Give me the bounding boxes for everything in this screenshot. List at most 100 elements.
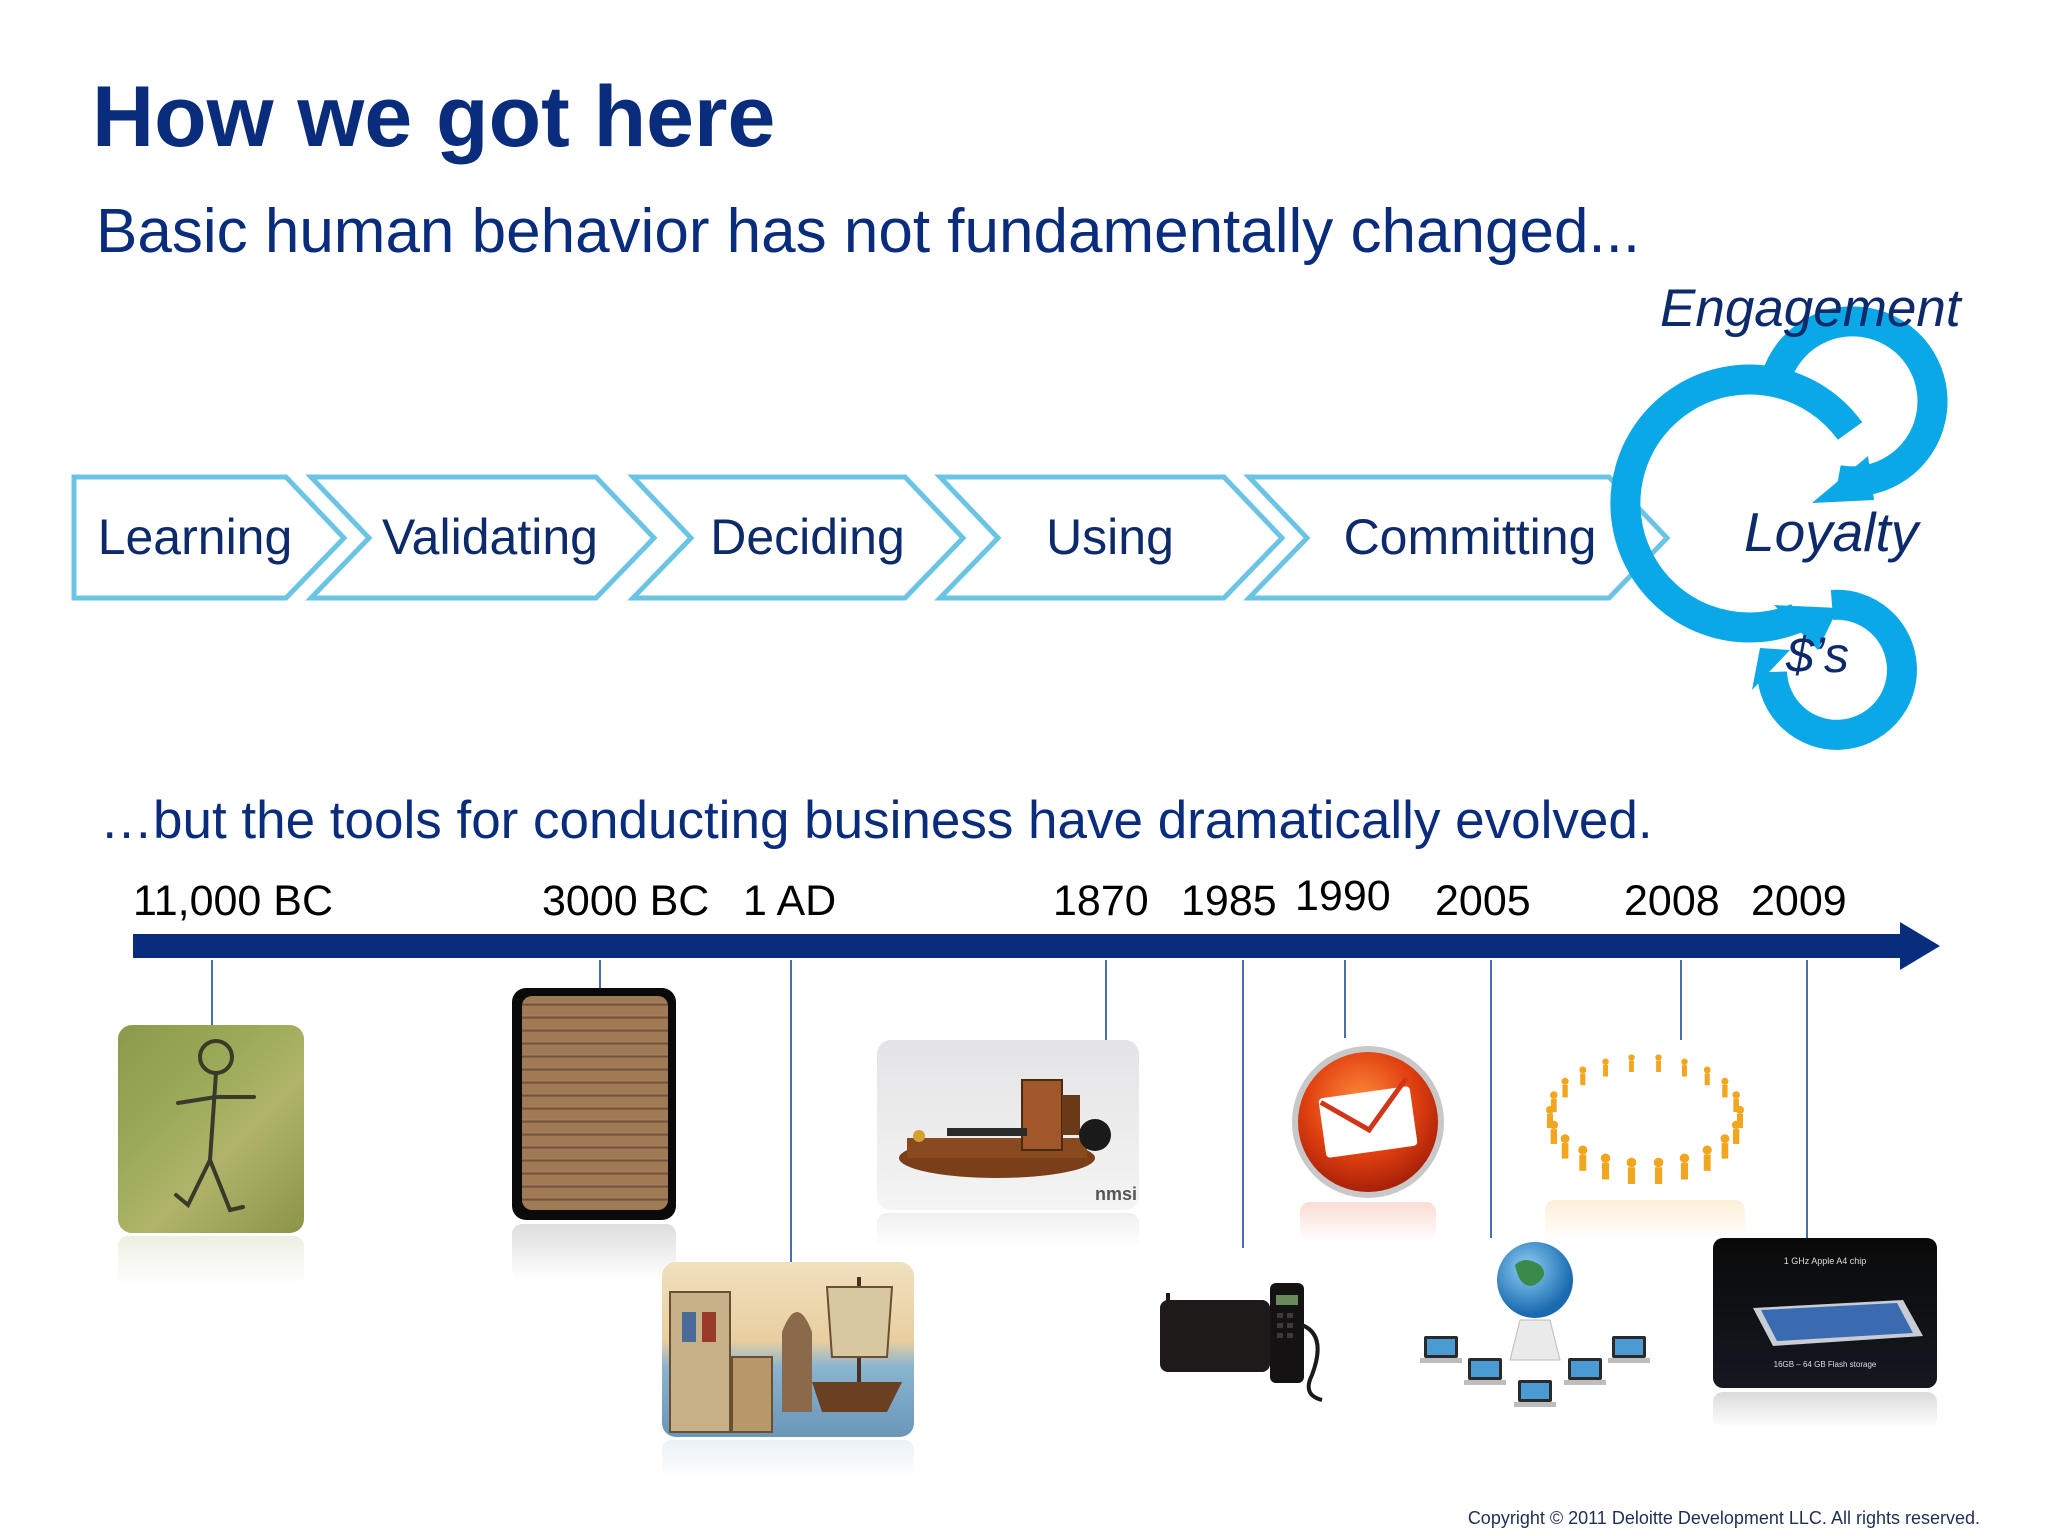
cave-drawing-image [118,1025,304,1233]
email-envelope-icon [1292,1046,1444,1198]
person-head [1679,1153,1690,1163]
engagement-label: Engagement [1660,279,1961,338]
person-body [1551,1098,1557,1113]
person-body [1603,1065,1608,1077]
year-2005: 2005 [1435,877,1531,925]
network-globe-icon [1420,1242,1650,1407]
person-body [1682,1065,1687,1077]
person-body [1580,1073,1586,1086]
person-head [1550,1091,1558,1099]
network-globe-image [1410,1240,1660,1450]
person-body [1656,1060,1661,1072]
year-1985: 1985 [1181,877,1277,925]
year-2008: 2008 [1624,877,1720,925]
ancient-ship-reflection [662,1440,914,1480]
email-reflection [1300,1202,1436,1242]
cycle-arrow-top [1761,306,1948,497]
ipad-caption-bottom: 16GB – 64 GB Flash storage [1773,1360,1877,1369]
ancient-ship-image [662,1262,914,1437]
person-head [1578,1145,1588,1155]
ipad-caption-top: 1 GHz Apple A4 chip [1783,1256,1867,1266]
chevron-using [934,474,1286,601]
year-2009: 2009 [1751,877,1847,925]
stage-label-using: Using [1046,509,1174,565]
person-body [1547,1114,1553,1128]
email-image [1288,1042,1448,1202]
person-head [1561,1077,1569,1085]
person-body [1737,1114,1743,1128]
person-body [1550,1129,1558,1144]
year-1ad: 1 AD [743,877,837,925]
person-body [1629,1060,1634,1072]
person-head [1653,1157,1664,1168]
person-head [1626,1157,1637,1168]
cycle-arrowhead-middle [1774,605,1838,650]
cycle-arrow-middle [1610,364,1863,643]
cycle-arrowhead-bottom [1752,648,1790,690]
person-body [1601,1162,1610,1180]
telegraph-key-icon [899,1079,1111,1178]
person-head [1681,1058,1688,1066]
person-head [1721,1077,1729,1085]
person-body [1703,1154,1711,1171]
year-1990: 1990 [1295,872,1391,920]
person-body [1562,1084,1568,1098]
chevron-validating [305,474,658,601]
person-head [1560,1134,1570,1144]
person-body [1722,1084,1728,1098]
person-head [1720,1134,1730,1144]
chevron-deciding [627,474,967,601]
person-head [1702,1145,1712,1155]
person-body [1733,1098,1739,1113]
stage-label-deciding: Deciding [710,509,905,565]
stick-figure-icon [174,1039,256,1213]
telegraph-image: nmsi [877,1040,1139,1210]
person-head [1732,1091,1740,1099]
person-head [1600,1153,1611,1163]
person-body [1561,1143,1569,1159]
tablet-surface [522,996,668,1210]
copyright-notice: Copyright © 2011 Deloitte Development LL… [1467,1508,1980,1528]
dollars-label: $’s [1786,627,1850,683]
person-body [1654,1167,1663,1185]
cave-drawing-reflection [118,1236,304,1286]
year-1870: 1870 [1053,877,1149,925]
loyalty-label: Loyalty [1744,501,1919,563]
people-circle-icon [1546,1054,1744,1185]
person-body [1680,1162,1689,1180]
cycle-arrow-bottom [1757,589,1917,750]
people-ring-reflection [1545,1200,1745,1240]
chevron-learning [71,474,348,601]
person-body [1732,1129,1740,1144]
person-head [1655,1054,1662,1061]
person-head [1703,1066,1711,1074]
person-head [1731,1120,1741,1130]
stage-label-validating: Validating [382,509,598,565]
person-body [1704,1073,1710,1086]
timeline-bar [133,934,1908,958]
telegraph-reflection [877,1213,1139,1249]
slide-title: How we got here [92,69,776,165]
person-head [1602,1058,1609,1066]
people-ring-image [1530,1040,1760,1200]
person-body [1579,1154,1587,1171]
ipad-image: 1 GHz Apple A4 chip 16GB – 64 GB Flash s… [1713,1238,1937,1388]
cycle-arrowhead-top [1812,456,1874,503]
telegraph-logo: nmsi [1094,1184,1137,1204]
brick-phone-icon [1160,1283,1323,1402]
person-head [1579,1066,1587,1074]
ship-illustration-icon [669,1277,902,1433]
person-body [1721,1143,1729,1159]
stage-label-learning: Learning [97,509,293,565]
ipad-reflection [1713,1392,1937,1428]
year-11000bc: 11,000 BC [133,877,334,925]
ipad-device-icon [1753,1300,1923,1346]
person-body [1627,1167,1636,1185]
clay-tablet-image [512,988,676,1220]
clay-tablet-reflection [512,1224,676,1280]
brick-phone-image [1152,1265,1332,1405]
year-3000bc: 3000 BC [542,877,710,925]
person-head [1628,1054,1635,1061]
timeline-arrowhead [1900,922,1940,970]
